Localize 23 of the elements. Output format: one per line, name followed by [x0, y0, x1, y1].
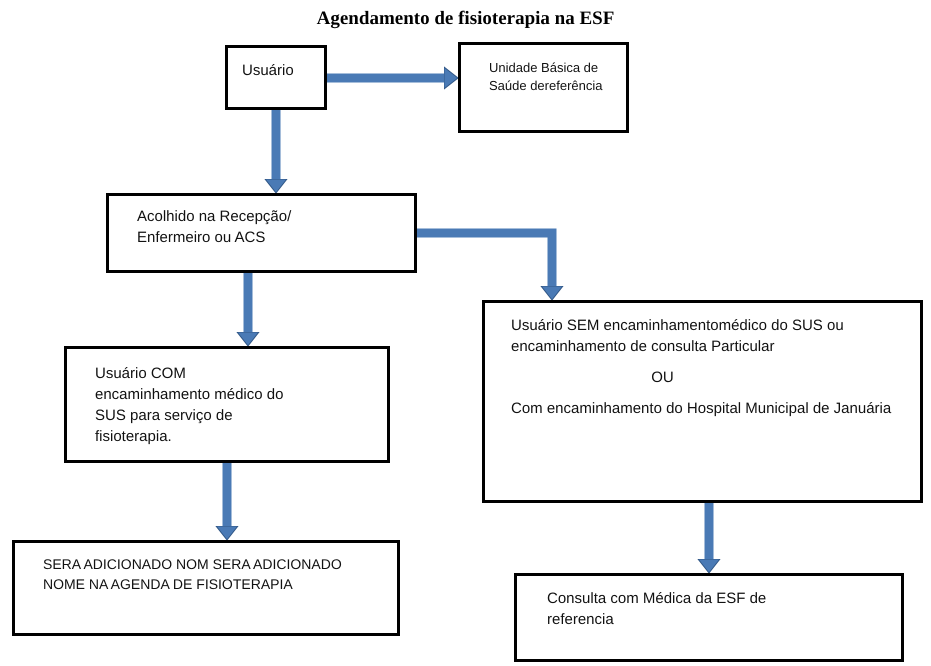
block-arrow	[236, 273, 260, 346]
box-text: Usuário	[242, 61, 295, 81]
block-arrow	[264, 110, 288, 194]
box-text: OU	[650, 368, 675, 388]
box-text: Usuário COM encaminhamento médico do SUS para serviço de fisioterapia.	[95, 364, 284, 447]
block-arrow	[698, 503, 720, 574]
box-text: SERA ADICIONADO NOM SERA ADICIONADO NOME NA AGENDA DE FISIOTERAPIA	[43, 555, 343, 594]
diagram-title: Agendamento de fisioterapia na ESF	[316, 8, 614, 29]
block-arrow	[417, 228, 564, 300]
box-text: Usuário SEM encaminhamentomédico do SUS ou encaminhamento de consulta Particular	[511, 316, 845, 357]
block-arrow	[216, 463, 238, 540]
box-text: Acolhido na Recepção/ Enfermeiro ou ACS	[137, 207, 292, 248]
box-text: Consulta com Médica da ESF de referencia	[547, 589, 768, 630]
block-arrow	[327, 66, 458, 90]
process-box	[64, 346, 390, 463]
box-text: Com encaminhamento do Hospital Municipal de Januária	[511, 399, 892, 419]
process-box	[106, 193, 417, 273]
process-box	[514, 573, 904, 662]
process-box	[225, 45, 327, 110]
process-box	[12, 540, 400, 636]
process-box	[482, 300, 923, 503]
box-text: Unidade Básica de Saúde dereferência	[489, 59, 604, 96]
process-box	[458, 42, 629, 133]
